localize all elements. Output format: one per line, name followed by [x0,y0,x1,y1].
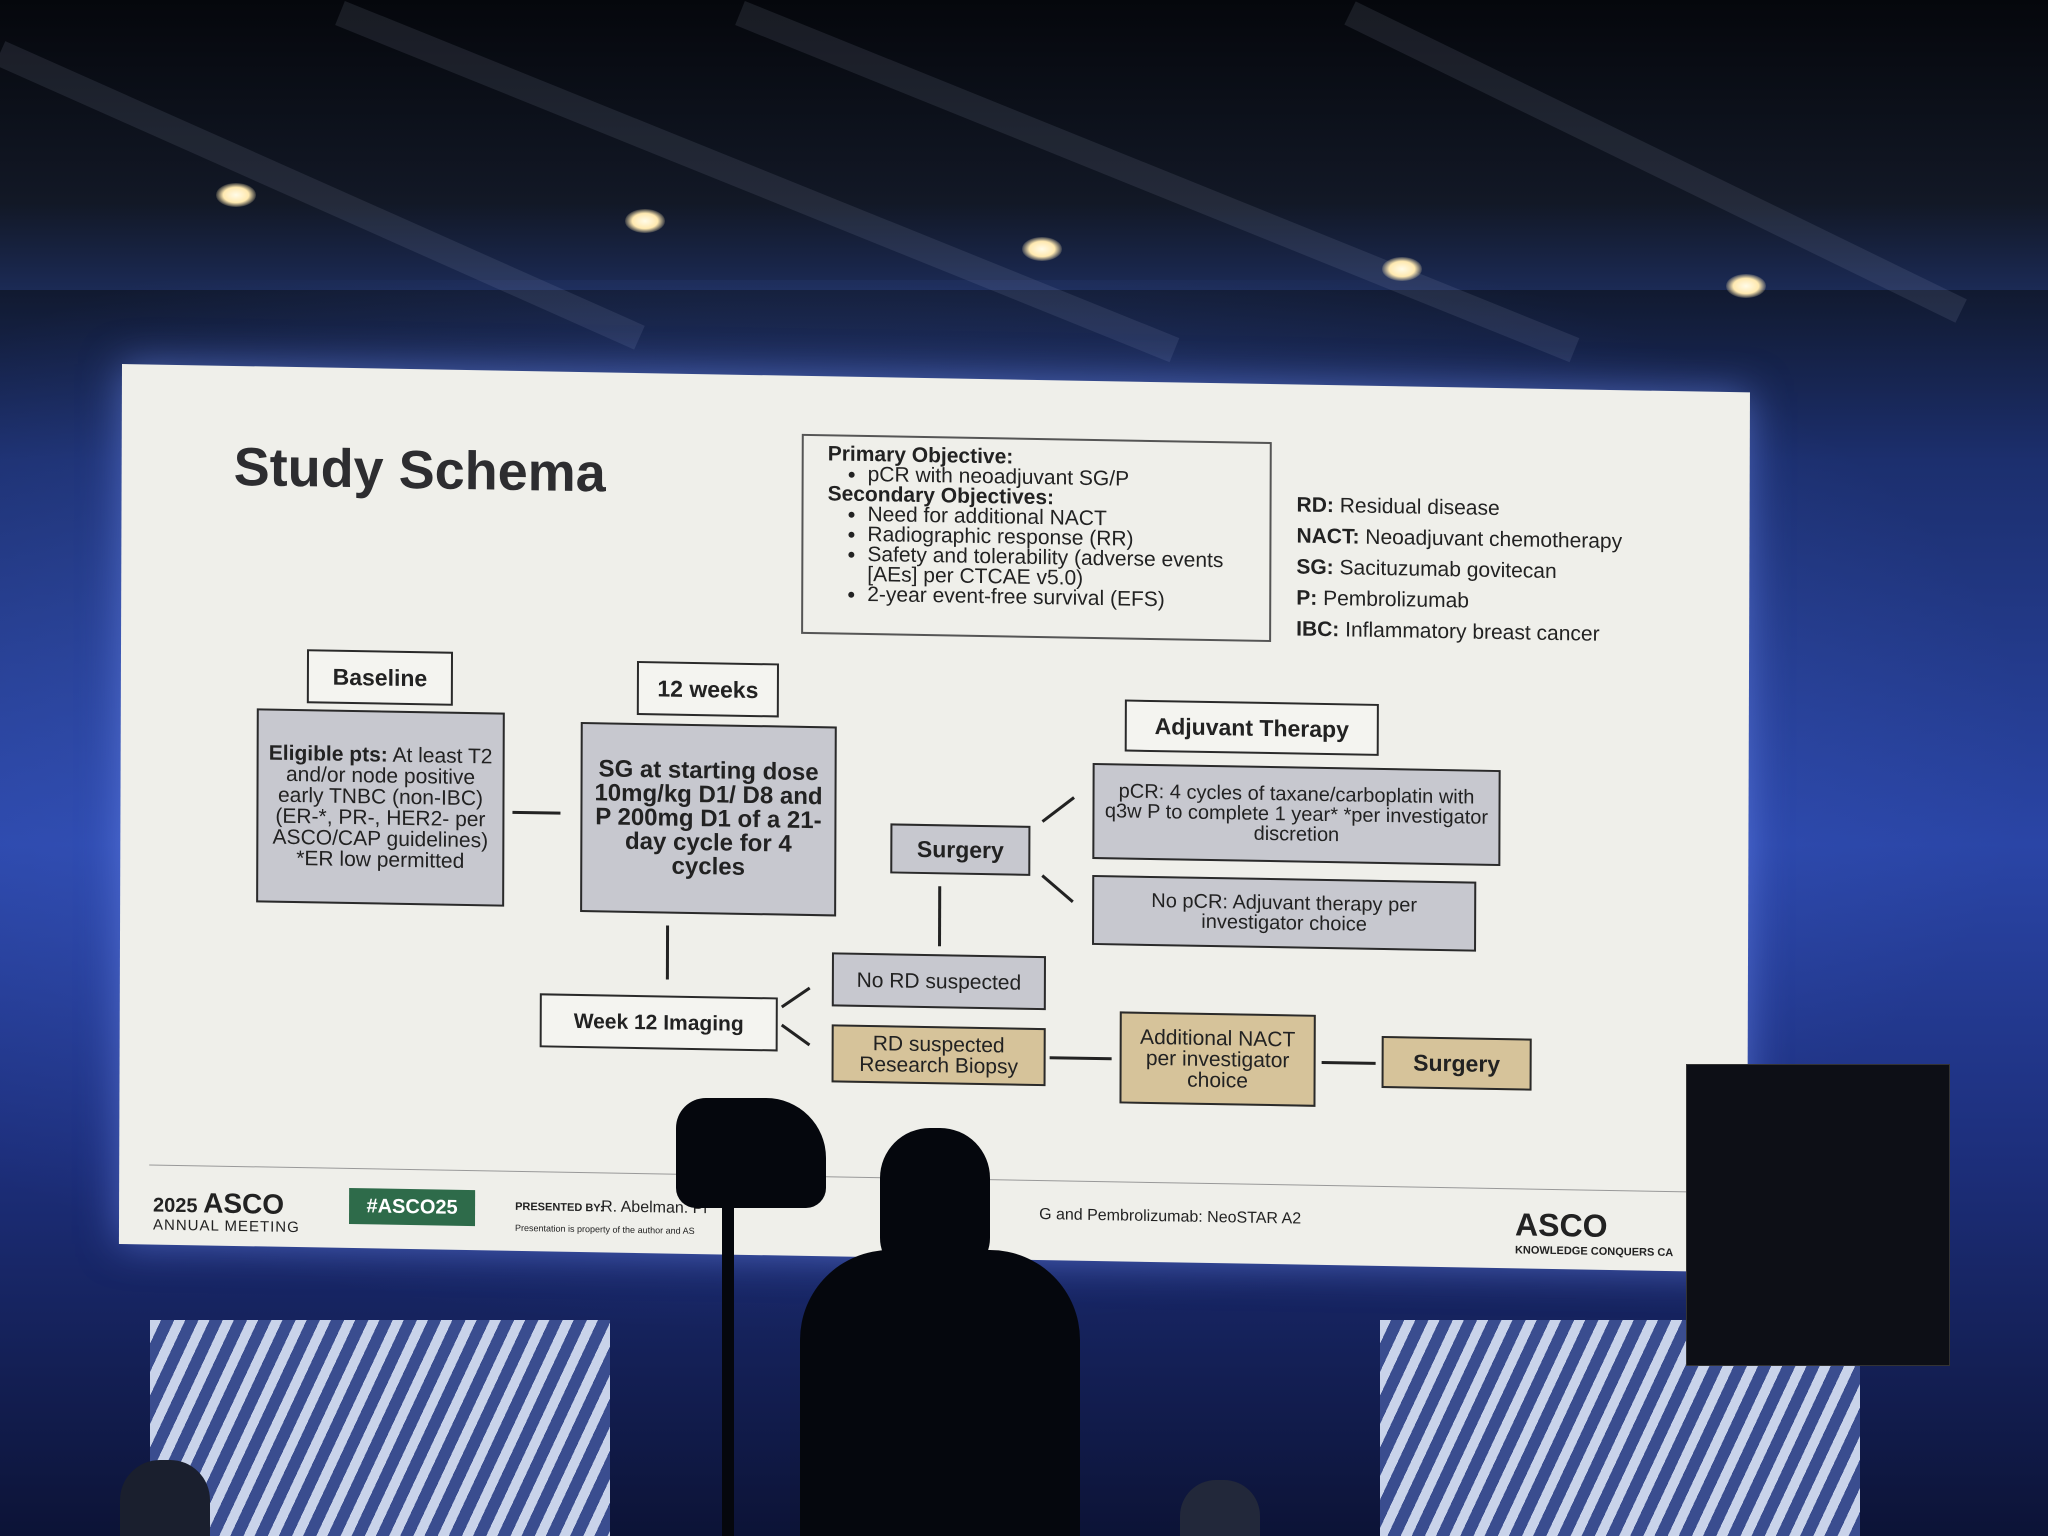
ceiling-light [1382,257,1422,281]
objectives-box: Primary Objective: pCR with neoadjuvant … [801,433,1272,643]
light-beam [1344,1,1967,323]
panelist-silhouette [1180,1480,1260,1536]
arrow-up-right [1041,796,1075,823]
rd-box: RD suspected Research Biopsy [831,1024,1046,1087]
arrow-right [1049,1056,1112,1061]
ceiling-light [1022,237,1062,261]
ceiling-light [1726,274,1766,298]
abbreviations-list: RD: Residual disease NACT: Neoadjuvant c… [1296,490,1622,651]
asco-logo: ASCO [1515,1206,1608,1244]
imaging-box: Week 12 Imaging [539,993,778,1052]
surgery-bottom-box: Surgery [1381,1035,1532,1091]
interpreter-silhouette [120,1460,210,1536]
meeting-subtitle: ANNUAL MEETING [152,1216,300,1237]
twelve-weeks-label: 12 weeks [636,660,779,718]
presentation-title-fragment: G and Pembrolizumab: NeoSTAR A2 [1039,1206,1302,1228]
baseline-label: Baseline [306,649,454,706]
slide-title: Study Schema [233,436,606,504]
presented-by-label: PRESENTED BY: [515,1200,604,1215]
ceiling [0,0,2048,363]
arrow-right [1321,1060,1376,1065]
asco-tagline: KNOWLEDGE CONQUERS CA [1514,1244,1674,1260]
additional-nact-box: Additional NACT per investigator choice [1119,1011,1316,1107]
surgery-top-box: Surgery [890,823,1031,876]
eligibility-box: Eligible pts: At least T2 and/or node po… [256,708,505,907]
camera-tripod [722,1200,734,1536]
ceiling-light [216,183,256,207]
arrow-up-right [780,986,811,1009]
meeting-logo: 2025 ASCO [153,1187,285,1220]
hashtag-badge: #ASCO25 [349,1187,476,1227]
no-rd-box: No RD suspected [831,952,1046,1011]
arrow-right [512,810,561,815]
arrow-down-right [1041,874,1074,903]
arrow-down [665,925,670,980]
pcr-box: pCR: 4 cycles of taxane/carboplatin with… [1092,762,1501,867]
abbreviation-item: IBC: Inflammatory breast cancer [1296,617,1600,646]
ceiling-light [625,209,665,233]
adjuvant-label: Adjuvant Therapy [1124,699,1379,756]
person-body-silhouette [800,1250,1080,1536]
no-pcr-box: No pCR: Adjuvant therapy per investigato… [1092,874,1477,952]
stage-monitor-panel [1686,1064,1950,1366]
arrow-down-right [780,1023,811,1047]
treatment-box: SG at starting dose 10mg/kg D1/ D8 and P… [580,722,837,917]
stage-stripes-left [150,1320,610,1536]
arrow-up [938,886,942,947]
camera-silhouette [676,1098,826,1208]
property-note: Presentation is property of the author a… [514,1222,695,1236]
